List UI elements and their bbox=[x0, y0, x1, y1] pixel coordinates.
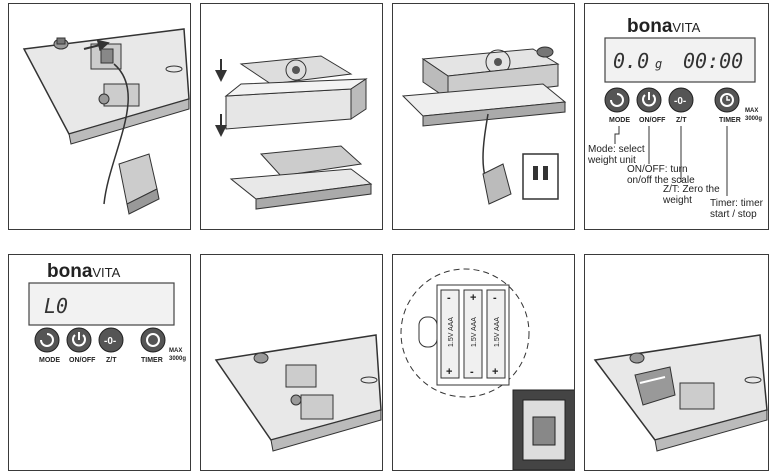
panel-controls-legend: bonaVITA 0.0 g 00:00 -0- MODE ON/OFF Z/T… bbox=[584, 3, 769, 230]
timer-readout: 00:00 bbox=[683, 49, 743, 73]
tare-icon: -0- bbox=[104, 336, 116, 347]
battery-3-label: 1.5V AAA bbox=[494, 317, 501, 347]
mode-button[interactable] bbox=[35, 328, 59, 352]
low-battery-readout: L0 bbox=[44, 294, 68, 318]
timer-label: TIMER bbox=[719, 117, 741, 124]
polarity-minus: - bbox=[493, 292, 497, 304]
panel-low-battery: bonaVITA L0 -0- MODE ON/OFF Z/T TIMER MA… bbox=[8, 254, 191, 471]
scale-underside-illustration bbox=[9, 4, 191, 230]
weight-unit: g bbox=[655, 57, 662, 71]
timer-button[interactable] bbox=[141, 328, 165, 352]
panel-assembled-plugged bbox=[392, 3, 575, 230]
onoff-label: ON/OFF bbox=[69, 357, 96, 364]
battery-1-label: 1.5V AAA bbox=[448, 317, 455, 347]
polarity-plus: + bbox=[492, 366, 498, 378]
capacity-label: 3000g bbox=[169, 356, 186, 362]
panel-battery-cover-location bbox=[200, 254, 383, 471]
mode-label: MODE bbox=[609, 117, 630, 124]
battery-cover-illustration bbox=[585, 255, 769, 471]
max-label: MAX bbox=[745, 108, 758, 114]
brand-logo: bonaVITA bbox=[47, 261, 121, 282]
max-label: MAX bbox=[169, 348, 182, 354]
timer-label: TIMER bbox=[141, 357, 163, 364]
tare-icon: -0- bbox=[674, 96, 686, 107]
panel-adapter-connect bbox=[8, 3, 191, 230]
panel-battery-cover-open bbox=[584, 254, 769, 471]
exploded-assembly-illustration bbox=[201, 4, 383, 230]
assembled-scale-illustration bbox=[393, 4, 575, 230]
weight-readout: 0.0 bbox=[613, 49, 649, 73]
brand-logo: bonaVITA bbox=[627, 16, 701, 37]
panel-assembly-exploded bbox=[200, 3, 383, 230]
polarity-minus: - bbox=[470, 366, 474, 378]
panel-battery-install: 1.5V AAA 1.5V AAA 1.5V AAA + + + - - - bbox=[392, 254, 575, 471]
polarity-plus: + bbox=[446, 366, 452, 378]
zt-label: Z/T bbox=[676, 117, 687, 124]
polarity-plus: + bbox=[470, 292, 476, 304]
underside-illustration bbox=[201, 255, 383, 471]
capacity-label: 3000g bbox=[745, 116, 762, 122]
mode-label: MODE bbox=[39, 357, 60, 364]
polarity-minus: - bbox=[447, 292, 451, 304]
mode-button[interactable] bbox=[605, 88, 629, 112]
onoff-label: ON/OFF bbox=[639, 117, 666, 124]
zt-label: Z/T bbox=[106, 357, 117, 364]
battery-2-label: 1.5V AAA bbox=[471, 317, 478, 347]
